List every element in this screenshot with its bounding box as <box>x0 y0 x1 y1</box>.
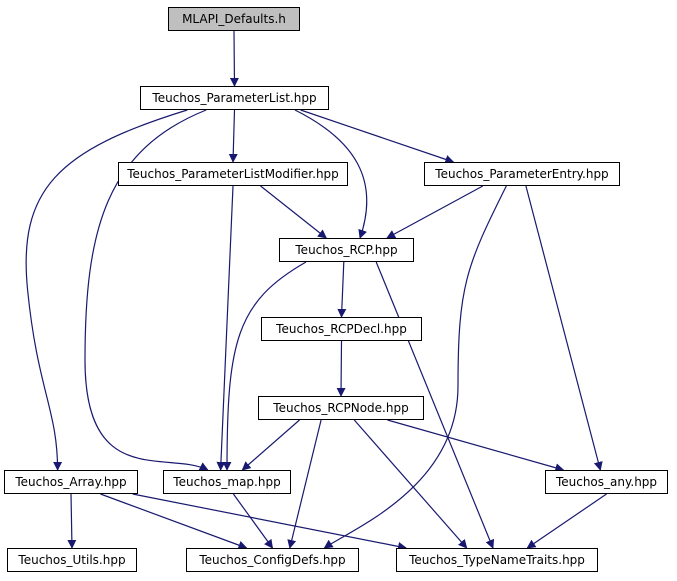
edge-parameterentry-to-any <box>525 185 603 471</box>
node-teuchos-utils[interactable]: Teuchos_Utils.hpp <box>7 548 137 572</box>
edge-rcpnode-to-any <box>387 419 565 473</box>
node-teuchos-parameterentry[interactable]: Teuchos_ParameterEntry.hpp <box>424 162 620 186</box>
edge-parameterlistmodifier-to-rcp <box>260 185 327 239</box>
node-teuchos-parameterlist[interactable]: Teuchos_ParameterList.hpp <box>140 86 329 110</box>
edge-rcpnode-to-map <box>241 419 300 471</box>
edge-parameterlist-to-parameterentry <box>300 109 455 164</box>
edge-rcp-to-typenametraits <box>375 261 495 549</box>
edge-map-to-configdefs <box>232 493 274 549</box>
node-teuchos-any[interactable]: Teuchos_any.hpp <box>545 470 668 494</box>
edge-parameterlistmodifier-to-map <box>216 185 234 471</box>
edge-parameterentry-to-configdefs <box>323 185 507 549</box>
node-teuchos-parameterlistmodifier[interactable]: Teuchos_ParameterListModifier.hpp <box>118 162 348 186</box>
node-teuchos-configdefs[interactable]: Teuchos_ConfigDefs.hpp <box>186 548 359 572</box>
edge-mlapi_defaults-to-parameterlist <box>229 30 239 87</box>
node-teuchos-map[interactable]: Teuchos_map.hpp <box>163 470 291 494</box>
edge-rcp-to-map <box>222 261 307 471</box>
node-teuchos-rcpnode[interactable]: Teuchos_RCPNode.hpp <box>258 396 424 420</box>
edge-array-to-configdefs <box>100 493 248 550</box>
edge-array-to-utils <box>67 493 77 549</box>
edge-rcpdecl-to-rcpnode <box>336 340 346 397</box>
edge-parameterlist-to-parameterlistmodifier <box>228 109 238 163</box>
node-teuchos-array[interactable]: Teuchos_Array.hpp <box>4 470 138 494</box>
node-mlapi-defaults[interactable]: MLAPI_Defaults.h <box>168 7 300 31</box>
edge-any-to-typenametraits <box>526 493 607 549</box>
edge-array-to-typenametraits <box>132 493 407 551</box>
edge-rcp-to-rcpdecl <box>337 261 347 318</box>
edge-parameterlist-to-map <box>84 109 209 471</box>
edge-parameterentry-to-rcp <box>386 185 484 239</box>
node-teuchos-rcpdecl[interactable]: Teuchos_RCPDecl.hpp <box>261 317 422 341</box>
node-teuchos-rcp[interactable]: Teuchos_RCP.hpp <box>279 238 414 262</box>
edge-parameterlist-to-array <box>25 109 188 471</box>
edge-rcpnode-to-typenametraits <box>353 419 468 549</box>
edge-rcpnode-to-configdefs <box>287 419 322 549</box>
edge-parameterlist-to-rcp <box>294 109 368 239</box>
node-teuchos-typenametraits[interactable]: Teuchos_TypeNameTraits.hpp <box>396 548 598 572</box>
